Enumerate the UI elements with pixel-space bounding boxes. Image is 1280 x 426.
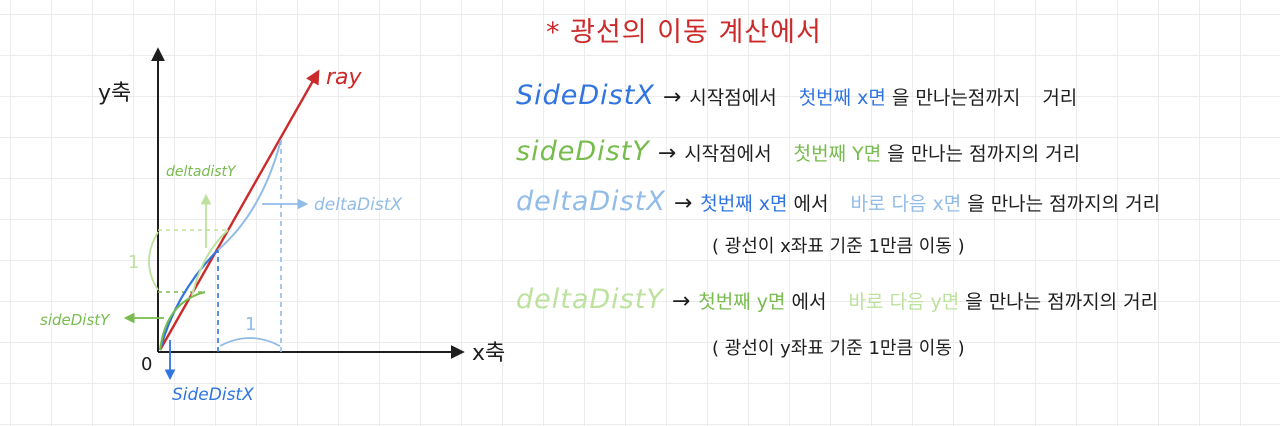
note-highlight: 바로 다음 y면 [848,291,960,313]
term-deltadist-y: deltaDistY [516,284,664,315]
note-sub-deltadist-x: ( 광선이 x좌표 기준 1만큼 이동 ) [712,232,965,258]
ray-label: ray [326,65,363,90]
unit-y-brace [148,231,159,291]
note-sub-deltadist-y: ( 광선이 y좌표 기준 1만큼 이동 ) [712,334,965,360]
note-highlight: 첫번째 Y면 [793,143,882,165]
note-row-sidedist-x: SideDistX → 시작점에서 첫번째 x면 을 만나는점까지 거리 [516,80,1083,111]
origin-label: 0 [141,354,152,375]
raycast-diagram: y축 x축 0 ray SideDistX sideDistY deltadis… [40,47,505,405]
term-deltadist-x: deltaDistX [516,186,666,217]
term-sidedist-y: sideDistY [516,136,650,167]
note-text: 을 만나는 점까지의 거리 [967,193,1161,215]
sidedist-y-curve [159,291,206,351]
deltadist-x-label: deltaDistX [314,195,402,215]
note-text: 에서 [793,193,829,215]
unit-y-label: 1 [128,252,139,273]
note-text: 을 만나는 점까지의 거리 [887,143,1081,165]
note-row-deltadist-x: deltaDistX → 첫번째 x면 에서 바로 다음 x면 을 만나는 점까… [516,186,1166,217]
sidedist-x-label: SideDistX [172,385,254,405]
note-text: 시작점에서 [689,87,777,109]
arrow-icon: → [662,85,682,110]
arrow-icon: → [673,191,693,216]
note-highlight: 첫번째 x면 [798,87,886,109]
sidedist-x-curve [158,249,219,351]
axis-y-label: y축 [98,81,131,106]
unit-x-brace [219,337,281,347]
note-highlight: 첫번째 x면 [700,193,788,215]
arrow-icon: → [671,289,691,314]
arrow-icon: → [657,141,677,166]
note-subtext: ( 광선이 x좌표 기준 1만큼 이동 ) [712,236,965,257]
deltadist-y-label: deltadistY [166,164,237,180]
deltadist-y-curve [191,229,229,297]
note-subtext: ( 광선이 y좌표 기준 1만큼 이동 ) [712,338,965,359]
note-highlight: 바로 다음 x면 [850,193,962,215]
deltadist-x-curve [217,139,282,251]
note-text: 에서 [791,291,827,313]
note-row-deltadist-y: deltaDistY → 첫번째 y면 에서 바로 다음 y면 을 만나는 점까… [516,284,1164,315]
note-row-sidedist-y: sideDistY → 시작점에서 첫번째 Y면 을 만나는 점까지의 거리 [516,136,1086,167]
note-text: 시작점에서 [684,143,772,165]
sidedist-y-label: sideDistY [40,311,111,329]
notes-title: * 광선의 이동 계산에서 [546,17,822,48]
note-text: 을 만나는 점까지의 거리 [965,291,1159,313]
note-text: 거리 [1042,87,1078,109]
axis-x-label: x축 [472,341,505,366]
term-sidedist-x: SideDistX [516,80,655,111]
note-highlight: 첫번째 y면 [698,291,786,313]
ray-line [158,69,320,351]
unit-x-label: 1 [245,314,256,335]
note-text: 을 만나는점까지 [891,87,1021,109]
